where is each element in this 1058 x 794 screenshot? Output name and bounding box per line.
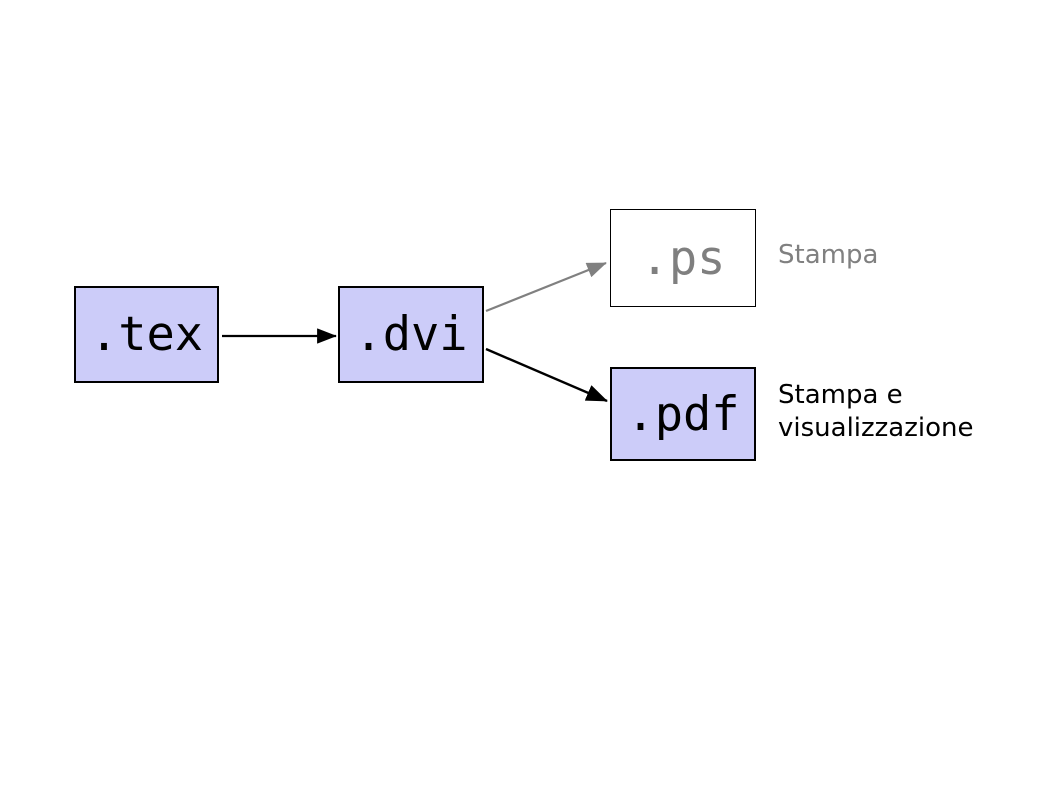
node-pdf-label: .pdf — [626, 386, 740, 442]
edge-dvi-to-ps — [485, 261, 607, 313]
node-pdf[interactable]: .pdf — [610, 367, 756, 461]
annotation-pdf-stampa-visualizzazione: Stampa e visualizzazione — [778, 380, 974, 443]
node-dvi-label: .dvi — [354, 307, 468, 362]
node-tex-label: .tex — [89, 307, 204, 362]
annotation-ps-stampa: Stampa — [778, 240, 879, 270]
node-dvi[interactable]: .dvi — [338, 286, 484, 383]
node-ps[interactable]: .ps — [610, 209, 756, 307]
edge-dvi-to-pdf — [485, 347, 608, 403]
node-ps-label: .ps — [640, 230, 726, 286]
node-tex[interactable]: .tex — [74, 286, 219, 383]
